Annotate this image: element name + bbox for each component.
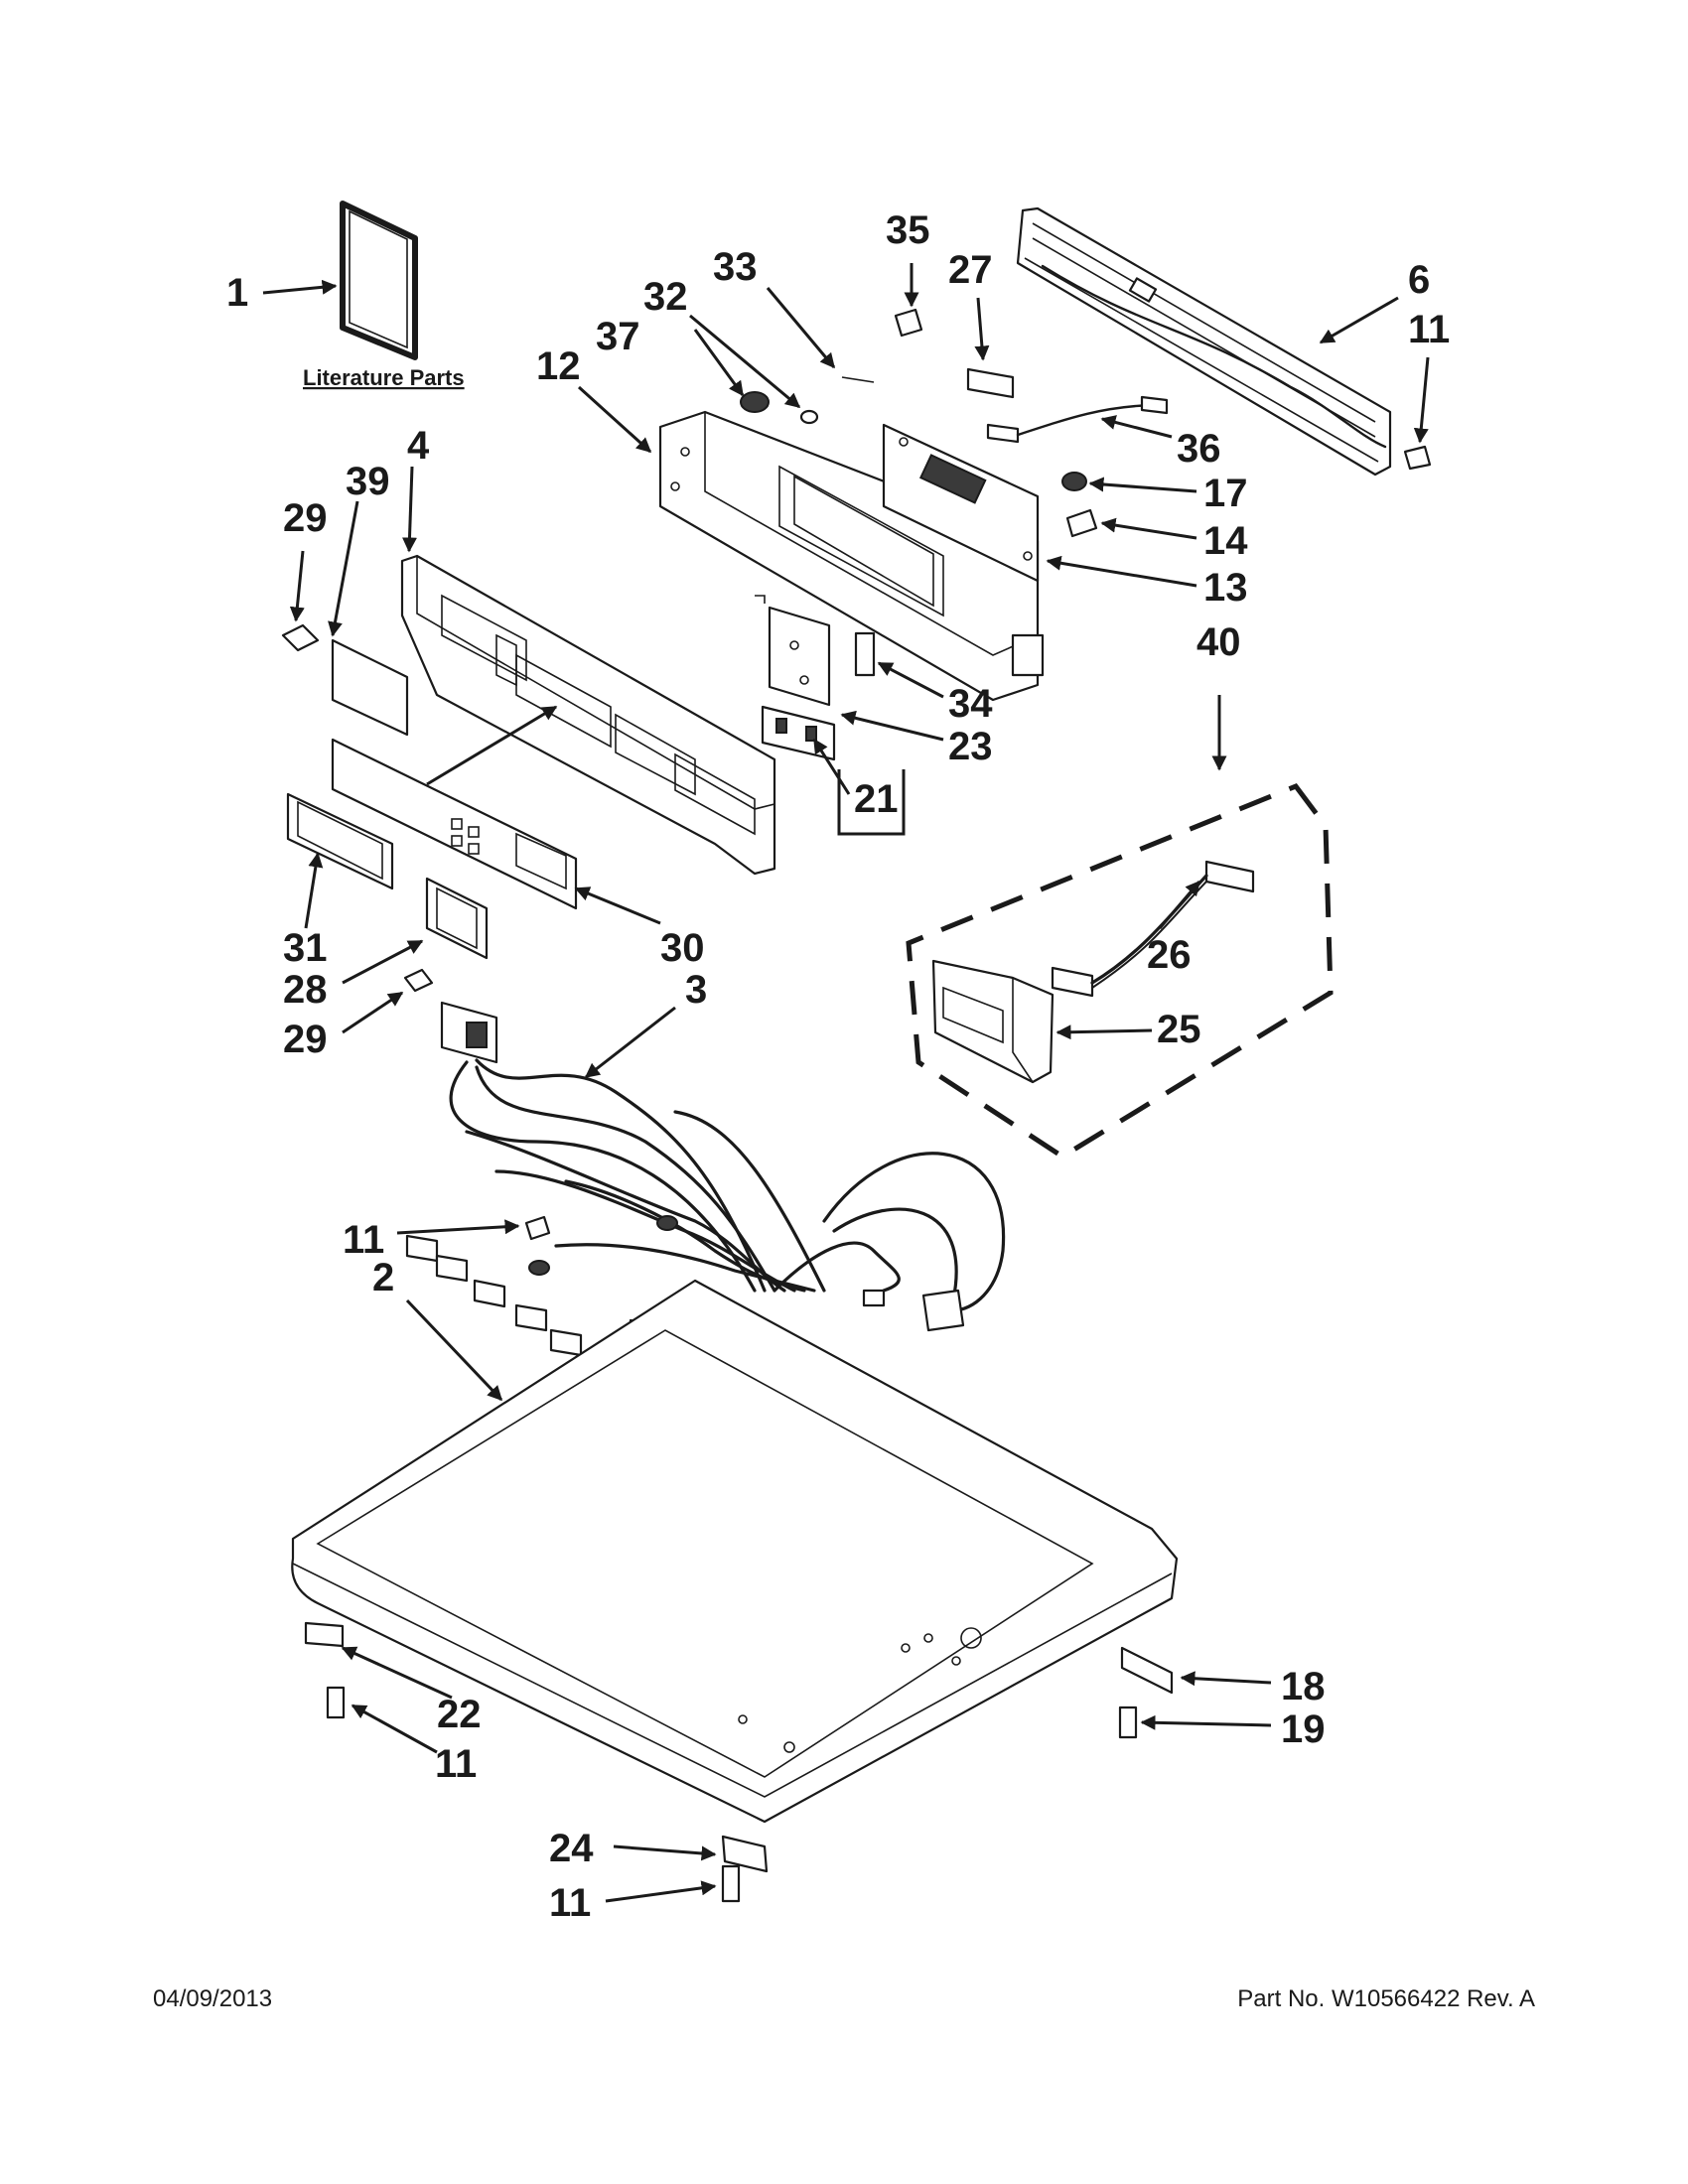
cover-plate <box>425 877 489 960</box>
label-37: 37 <box>596 315 640 358</box>
small-bracket <box>854 631 876 677</box>
leader-lines <box>262 263 1430 1903</box>
label-14: 14 <box>1203 519 1248 563</box>
label-27: 27 <box>948 248 993 292</box>
footer-date: 04/09/2013 <box>153 1985 273 2012</box>
connector-27 <box>966 367 1015 399</box>
label-22: 22 <box>437 1693 482 1736</box>
footer-part-number: Part No. W10566422 Rev. A <box>1237 1985 1535 2012</box>
label-11-left-foot: 11 <box>435 1742 477 1786</box>
console-overlay <box>331 738 578 910</box>
label-17: 17 <box>1203 472 1248 515</box>
knob-37 <box>740 391 770 413</box>
bracket-24 <box>721 1835 769 1873</box>
label-11-right: 11 <box>1408 308 1450 351</box>
screw-11-right <box>1403 445 1432 471</box>
label-29-cover: 29 <box>283 1018 328 1061</box>
label-35: 35 <box>886 208 930 252</box>
label-11-harness: 11 <box>343 1218 384 1262</box>
label-13: 13 <box>1203 566 1248 610</box>
label-19: 19 <box>1281 1707 1326 1751</box>
label-32: 32 <box>643 275 688 319</box>
kit-40-outline <box>906 782 1334 1160</box>
part-callout-labels: 1 Literature Parts 2 3 4 6 11 11 11 11 1… <box>226 208 1450 1925</box>
label-40: 40 <box>1196 620 1241 664</box>
label-21: 21 <box>854 777 899 821</box>
display-lens <box>286 792 394 890</box>
screw-11-left-foot <box>326 1686 346 1719</box>
label-31: 31 <box>283 926 328 970</box>
top-panel <box>291 1279 1179 1824</box>
switch-assembly <box>755 595 836 761</box>
label-2: 2 <box>372 1256 394 1299</box>
label-12: 12 <box>536 344 581 388</box>
label-29-left: 29 <box>283 496 328 540</box>
screw-11-front-foot <box>721 1864 741 1903</box>
label-3: 3 <box>685 968 707 1012</box>
washer-32 <box>799 409 819 425</box>
rear-console-bracket <box>1016 206 1392 477</box>
label-4: 4 <box>407 424 430 468</box>
label-11-front-foot: 11 <box>549 1881 591 1925</box>
control-board <box>882 423 1040 583</box>
screw-29-cover <box>403 968 434 993</box>
label-28: 28 <box>283 968 328 1012</box>
label-24: 24 <box>549 1827 594 1870</box>
label-1: 1 <box>226 271 248 315</box>
label-34: 34 <box>948 682 993 726</box>
console-frame <box>658 410 1045 702</box>
harness-36 <box>986 395 1169 444</box>
dispenser-module-25 <box>931 959 1055 1084</box>
literature-booklet <box>340 201 418 360</box>
label-33: 33 <box>713 245 758 289</box>
group-bracket-21 <box>837 769 906 836</box>
label-25: 25 <box>1157 1008 1201 1051</box>
label-6: 6 <box>1408 258 1430 302</box>
pin-33 <box>841 376 875 383</box>
screw-29-left <box>281 623 320 652</box>
screw-19 <box>1118 1706 1138 1739</box>
panel-plate <box>331 638 409 737</box>
label-30: 30 <box>660 926 705 970</box>
label-26: 26 <box>1147 933 1192 977</box>
bracket-22 <box>304 1621 345 1648</box>
literature-caption: Literature Parts <box>303 365 465 390</box>
knob-17 <box>1061 472 1087 491</box>
bracket-18 <box>1120 1646 1174 1695</box>
label-23: 23 <box>948 725 993 768</box>
label-18: 18 <box>1281 1665 1326 1708</box>
label-36: 36 <box>1177 427 1221 471</box>
screw-35 <box>894 308 923 338</box>
label-39: 39 <box>346 460 390 503</box>
screw-14 <box>1065 508 1098 538</box>
screw-11-harness <box>524 1215 551 1241</box>
console-panel <box>400 554 776 876</box>
